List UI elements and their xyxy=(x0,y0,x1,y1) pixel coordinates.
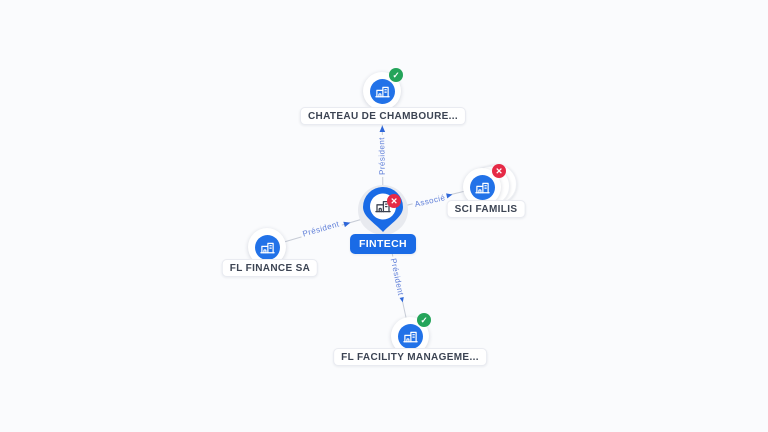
check-badge-icon: ✓ xyxy=(417,313,431,327)
check-glyph: ✓ xyxy=(420,314,428,325)
company-building-icon xyxy=(402,331,418,342)
company-building-icon xyxy=(259,242,275,253)
company-avatar[interactable]: ✕ xyxy=(463,164,506,206)
edge-label-president-top: Président xyxy=(377,134,387,178)
central-company-node-fintech[interactable]: ✕ xyxy=(361,187,405,233)
edge-arrow-icon xyxy=(379,125,386,133)
cross-glyph: ✕ xyxy=(495,165,503,176)
cross-glyph: ✕ xyxy=(390,195,398,206)
edge-arrow-icon xyxy=(343,221,351,228)
company-building-icon xyxy=(474,182,490,193)
node-label-sci-familis[interactable]: SCI FAMILIS xyxy=(446,200,526,218)
node-label-fl-facility[interactable]: FL FACILITY MANAGEME... xyxy=(333,348,487,366)
company-node-sci-familis[interactable]: ✕ xyxy=(463,164,517,206)
check-badge-icon: ✓ xyxy=(389,68,403,82)
company-building-icon xyxy=(374,86,390,97)
node-label-chateau[interactable]: CHATEAU DE CHAMBOURE... xyxy=(299,107,467,125)
cross-badge-icon: ✕ xyxy=(492,164,506,178)
node-label-fintech[interactable]: FINTECH xyxy=(350,234,416,254)
company-avatar[interactable]: ✓ xyxy=(363,68,403,110)
company-node-chateau[interactable]: ✓ xyxy=(363,68,403,110)
node-label-fl-finance[interactable]: FL FINANCE SA xyxy=(221,259,319,277)
cross-badge-icon: ✕ xyxy=(387,194,401,208)
check-glyph: ✓ xyxy=(392,69,400,80)
